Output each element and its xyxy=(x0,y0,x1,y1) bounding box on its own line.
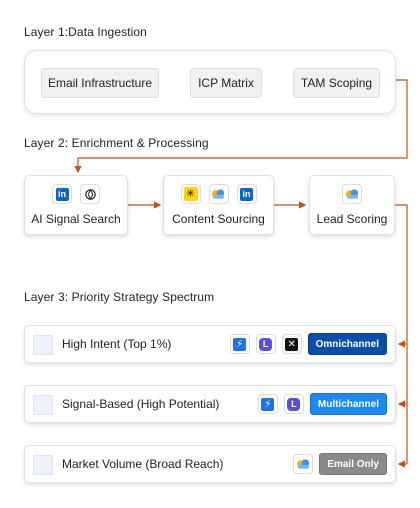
clay-icon xyxy=(208,184,229,204)
layer1-to-layer2-connector xyxy=(74,79,408,174)
node-label: Lead Scoring xyxy=(316,212,388,226)
omnichannel-badge: Omnichannel xyxy=(307,333,387,355)
tier-swatch xyxy=(33,335,53,355)
x-icon: ✕ xyxy=(281,334,302,354)
clay-icon xyxy=(293,454,314,474)
clay-icon xyxy=(342,184,362,204)
tier-label: High Intent (Top 1%) xyxy=(62,337,172,351)
tier-label: Signal-Based (High Potential) xyxy=(62,397,220,411)
layer3-title: Layer 3: Priority Strategy Spectrum xyxy=(24,290,215,304)
chip-tam-scoping[interactable]: TAM Scoping xyxy=(293,68,380,98)
tier-signal-based[interactable]: Signal-Based (High Potential) ⚡ L Multic… xyxy=(24,385,396,423)
layer1-title: Layer 1:Data Ingestion xyxy=(24,25,147,39)
email-only-badge: Email Only xyxy=(319,453,387,475)
scoring-to-tiers-connector xyxy=(395,204,408,464)
node-content-sourcing[interactable]: ✳ in Content Sourcing xyxy=(163,175,274,235)
tier-market-volume[interactable]: Market Volume (Broad Reach) Email Only xyxy=(24,445,396,483)
node-ai-signal-search[interactable]: in AI Signal Search xyxy=(24,175,128,235)
apollo-icon: ✳ xyxy=(180,184,201,204)
tier-label: Market Volume (Broad Reach) xyxy=(62,457,224,471)
tier-swatch xyxy=(33,395,53,415)
openai-icon xyxy=(80,184,100,204)
instantly-icon: ⚡ xyxy=(229,334,250,354)
layer2-title: Layer 2: Enrichment & Processing xyxy=(24,136,209,150)
tier-swatch xyxy=(33,455,53,475)
linkedin-icon: in xyxy=(236,184,257,204)
node-lead-scoring[interactable]: Lead Scoring xyxy=(309,175,395,235)
chip-icp-matrix[interactable]: ICP Matrix xyxy=(190,68,262,98)
layer1-panel: Email Infrastructure ICP Matrix TAM Scop… xyxy=(24,50,396,114)
multichannel-badge: Multichannel xyxy=(309,393,387,415)
linkedin-icon: in xyxy=(52,184,72,204)
tier-high-intent[interactable]: High Intent (Top 1%) ⚡ L ✕ Omnichannel xyxy=(24,325,396,363)
node-label: AI Signal Search xyxy=(31,212,121,226)
chip-email-infrastructure[interactable]: Email Infrastructure xyxy=(41,68,159,98)
lemlist-icon: L xyxy=(283,394,304,414)
lemlist-icon: L xyxy=(255,334,276,354)
node-label: Content Sourcing xyxy=(172,212,265,226)
instantly-icon: ⚡ xyxy=(257,394,278,414)
